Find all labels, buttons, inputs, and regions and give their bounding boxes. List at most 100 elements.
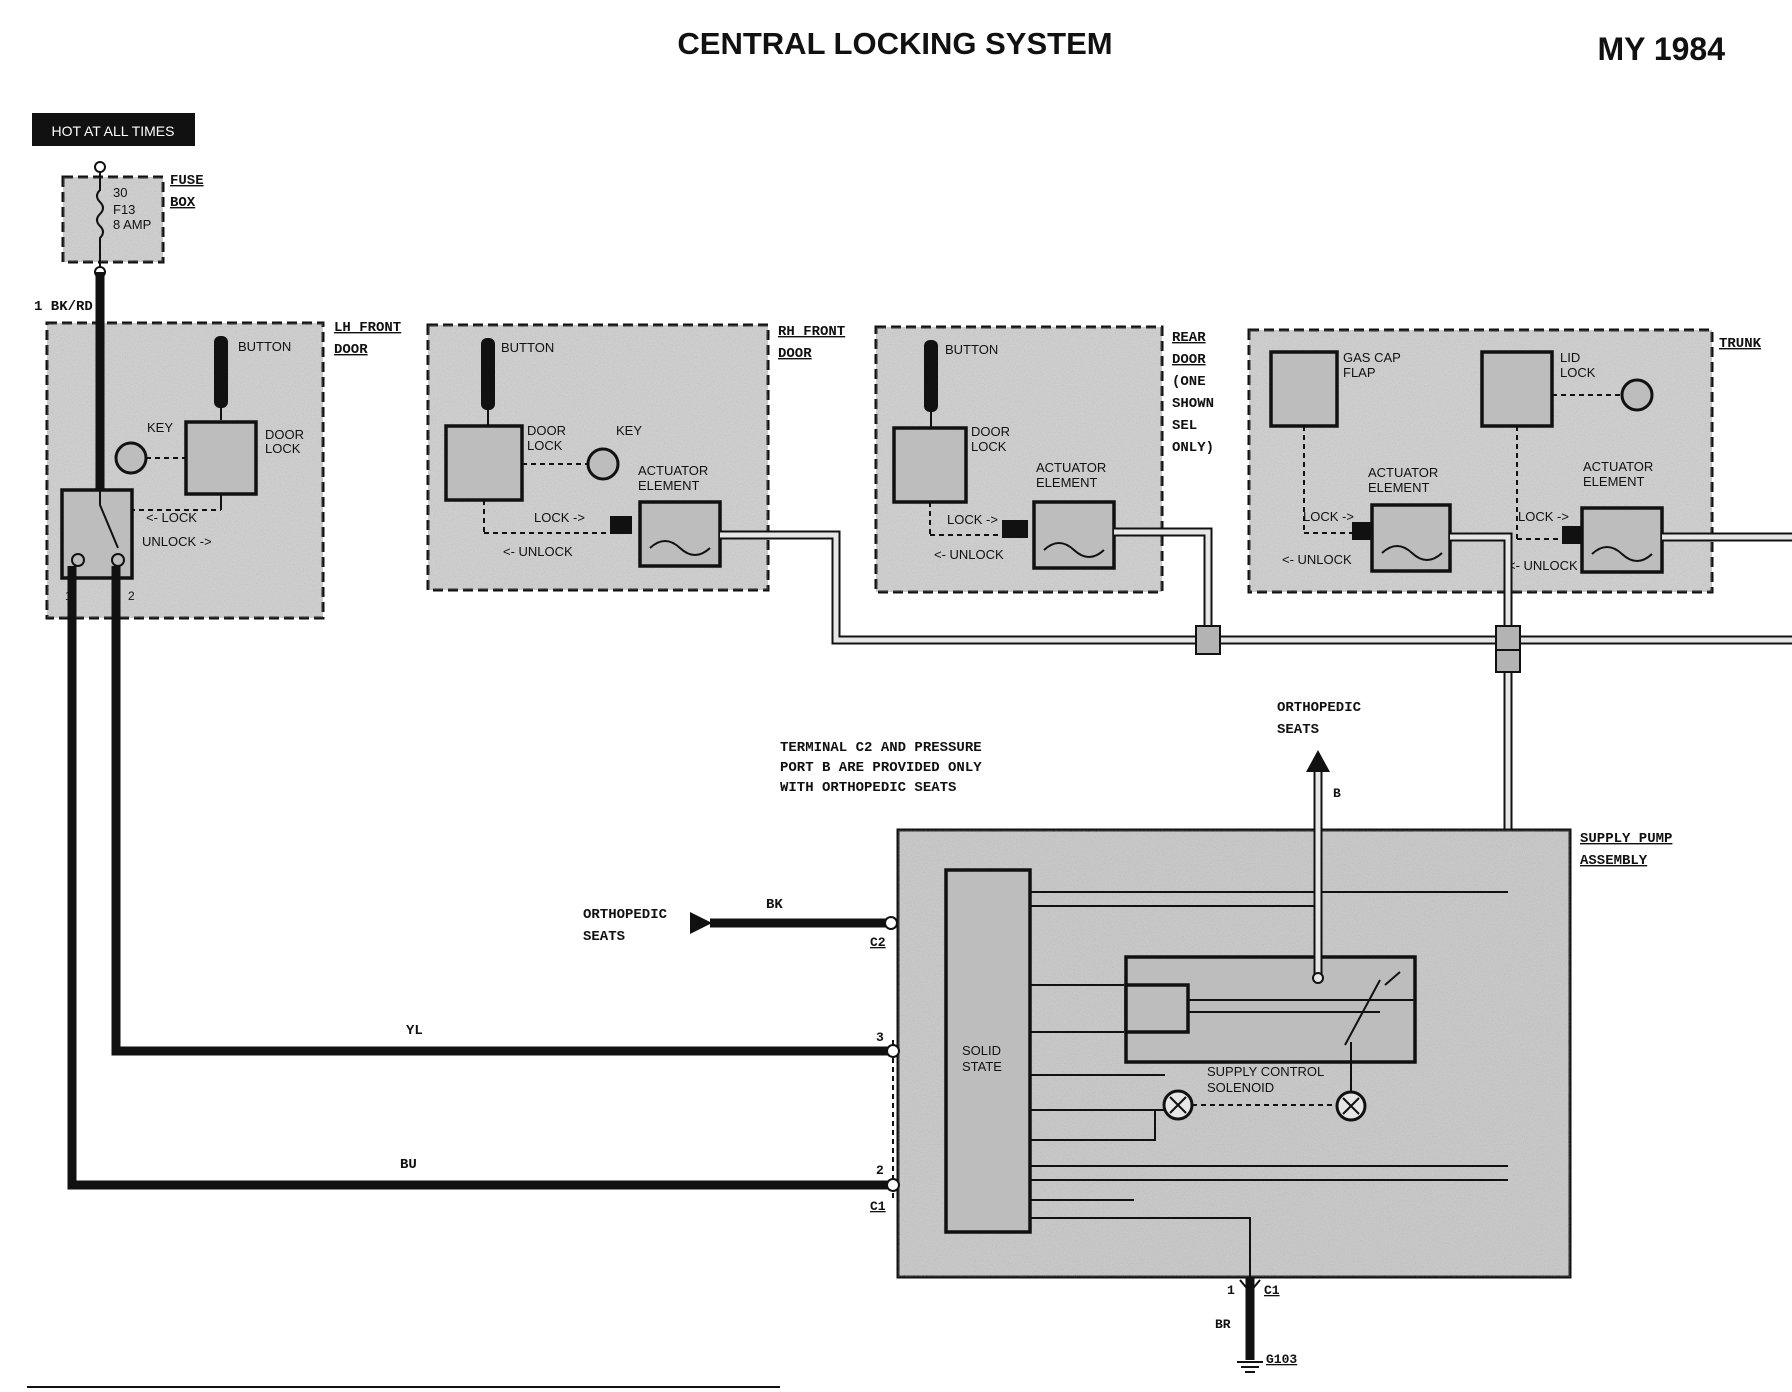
lh-front-door-label-2: DOOR [334, 342, 368, 358]
rear-door-lock-label-2: LOCK [971, 439, 1007, 454]
diaphragm-icon [1381, 545, 1443, 561]
pin-2: 2 [876, 1163, 884, 1178]
note-line-2: PORT B ARE PROVIDED ONLY [780, 760, 982, 776]
lh-lock-label: <- LOCK [146, 510, 197, 525]
rh-lock-label: LOCK -> [534, 510, 585, 525]
rh-button-label: BUTTON [501, 340, 554, 355]
rear-door-lock-label-1: DOOR [971, 424, 1010, 439]
lh-front-door: LH FRONT DOOR BUTTON KEY DOOR LOCK <- LO… [45, 272, 401, 620]
diaphragm-icon [649, 540, 711, 556]
connector-c1: C1 [870, 1199, 886, 1214]
lh-door-lock-label-2: LOCK [265, 441, 301, 456]
trunk-actuator1-label-2: ELEMENT [1368, 480, 1429, 495]
rear-door-label-3: (ONE [1172, 374, 1206, 390]
fuse-rating: 8 AMP [113, 217, 151, 232]
wire-label-yl: YL [406, 1023, 423, 1039]
fuse-terminal: 30 [113, 185, 127, 200]
rh-front-door-label-1: RH FRONT [778, 324, 845, 340]
key-cylinder-icon [1620, 378, 1654, 412]
rh-key-label: KEY [616, 423, 642, 438]
fuse-number: F13 [113, 202, 135, 217]
rear-actuator-label-1: ACTUATOR [1036, 460, 1106, 475]
supply-pump-label-2: ASSEMBLY [1580, 853, 1648, 869]
lh-door-lock-label-1: DOOR [265, 427, 304, 442]
rear-actuator-label-2: ELEMENT [1036, 475, 1097, 490]
button-icon [214, 336, 228, 408]
rear-actuator-element [1032, 500, 1116, 570]
rear-unlock-label: <- UNLOCK [934, 547, 1004, 562]
solenoid-label-2: SOLENOID [1207, 1080, 1274, 1095]
hot-tag-label: HOT AT ALL TIMES [52, 123, 175, 139]
pin-3: 3 [876, 1030, 884, 1045]
key-cylinder-icon [586, 447, 620, 481]
solid-state-label-1: SOLID [962, 1043, 1001, 1058]
wire-label-bu: BU [400, 1157, 417, 1173]
key-cylinder-icon [114, 441, 148, 475]
actuator-rod-icon [1002, 520, 1028, 538]
rear-door-label-1: REAR [1172, 330, 1206, 346]
rear-door-label-2: DOOR [1172, 352, 1206, 368]
switch-contact-icon [99, 490, 119, 549]
ground-pin: 1 [1227, 1283, 1235, 1298]
ortho-top-label-1: ORTHOPEDIC [1277, 700, 1362, 716]
solenoid-label-1: SUPPLY CONTROL [1207, 1064, 1324, 1079]
trunk-lock2-label: LOCK -> [1518, 509, 1569, 524]
fuse-element-icon [96, 172, 104, 267]
trunk-unlock1-label: <- UNLOCK [1282, 552, 1352, 567]
diaphragm-icon [1591, 546, 1653, 562]
rear-door: REAR DOOR (ONE SHOWN SEL ONLY) BUTTON DO… [874, 325, 1214, 594]
rh-actuator-label-1: ACTUATOR [638, 463, 708, 478]
connector-c2: C2 [870, 935, 886, 950]
rear-lock-label: LOCK -> [947, 512, 998, 527]
trunk-actuator-element-1 [1370, 503, 1452, 573]
rh-front-door: RH FRONT DOOR BUTTON DOOR LOCK KEY ACTUA… [426, 323, 845, 592]
lh-front-door-label-1: LH FRONT [334, 320, 401, 336]
fuse-box-label-2: BOX [170, 195, 196, 211]
rh-door-lock [444, 424, 524, 502]
wire-label-b: B [1333, 786, 1341, 801]
wire-yl [111, 566, 893, 1056]
rh-door-lock-label-1: DOOR [527, 423, 566, 438]
trunk: TRUNK GAS CAP FLAP LID LOCK ACTUATOR ELE… [1247, 328, 1762, 594]
rh-door-lock-label-2: LOCK [527, 438, 563, 453]
actuator-rod-icon [610, 516, 632, 534]
lh-key-label: KEY [147, 420, 173, 435]
gas-cap-flap [1269, 350, 1339, 428]
wire-label-br: BR [1215, 1317, 1231, 1332]
supply-pump-label-1: SUPPLY PUMP [1580, 831, 1672, 847]
ortho-top-label-2: SEATS [1277, 722, 1319, 738]
valve-lever-icon [1344, 979, 1381, 1046]
gas-cap-label-2: FLAP [1343, 365, 1376, 380]
rh-actuator-label-2: ELEMENT [638, 478, 699, 493]
lh-unlock-label: UNLOCK -> [142, 534, 212, 549]
page-title: CENTRAL LOCKING SYSTEM [677, 26, 1112, 61]
rear-button-label: BUTTON [945, 342, 998, 357]
trunk-actuator1-label-1: ACTUATOR [1368, 465, 1438, 480]
note: TERMINAL C2 AND PRESSURE PORT B ARE PROV… [780, 740, 982, 796]
trunk-unlock2-label: <- UNLOCK [1508, 558, 1578, 573]
diaphragm-icon [1043, 542, 1105, 558]
trunk-label: TRUNK [1719, 336, 1762, 352]
rear-door-label-6: ONLY) [1172, 440, 1214, 456]
supply-pump-assembly: SUPPLY PUMP ASSEMBLY SOLID STATE [896, 828, 1672, 1279]
lid-lock-label-1: LID [1560, 350, 1580, 365]
trunk-actuator2-label-2: ELEMENT [1583, 474, 1644, 489]
hot-tag [32, 113, 195, 146]
ortho-left-label-1: ORTHOPEDIC [583, 907, 668, 923]
ortho-left-label-2: SEATS [583, 929, 625, 945]
lid-lock-label-2: LOCK [1560, 365, 1596, 380]
ground-label: G103 [1266, 1352, 1297, 1367]
lh-button-label: BUTTON [238, 339, 291, 354]
wire-label-feed: 1 BK/RD [34, 299, 93, 315]
rh-actuator-element [638, 500, 722, 568]
arrow-left-icon [690, 912, 712, 934]
gas-cap-label-1: GAS CAP [1343, 350, 1401, 365]
solid-state-module [944, 868, 1032, 1234]
button-icon [924, 340, 938, 412]
fuse-box-label-1: FUSE [170, 173, 204, 189]
wire-label-bk: BK [766, 897, 783, 913]
model-year: MY 1984 [1598, 31, 1726, 67]
note-line-1: TERMINAL C2 AND PRESSURE [780, 740, 982, 756]
actuator-rod-icon [1352, 522, 1372, 540]
